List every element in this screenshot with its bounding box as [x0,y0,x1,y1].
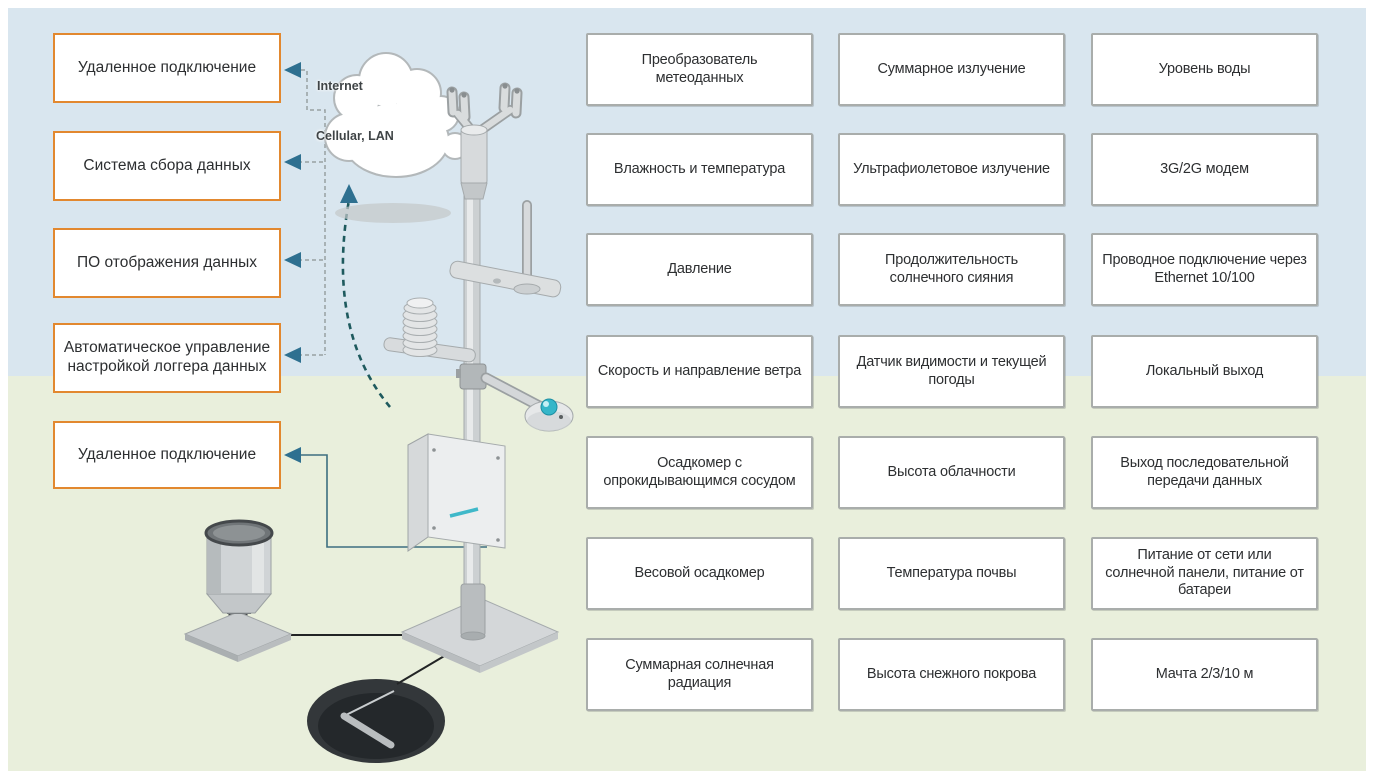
sonic-anemometer-icon [446,82,523,200]
feature-box: Давление [586,233,813,306]
network-dashed-connectors [287,69,326,356]
feature-box-label: Ультрафиолетовое излучение [853,160,1050,177]
feature-box-label: 3G/2G модем [1160,160,1249,177]
feature-box: Выход последовательной передачи данных [1091,436,1318,509]
feature-box: Высота снежного покрова [838,638,1065,711]
feature-box: Уровень воды [1091,33,1318,106]
data-logger-icon [407,433,506,552]
left-box-label: Система сбора данных [83,156,251,174]
feature-box-label: Весовой осадкомер [634,564,765,581]
feature-box-label: Продолжительность солнечного сияния [885,251,1018,286]
left-box-remote-connection-top: Удаленное подключение [53,33,281,103]
left-box-label: ПО отображения данных [76,253,258,271]
feature-box-label: Высота снежного покрова [866,665,1037,682]
cloud-label-cellular: Cellular, LAN [316,129,394,143]
soil-probe-hole-icon [307,679,445,763]
feature-box: Осадкомер с опрокидывающимся сосудом [586,436,813,509]
rain-gauge-icon [183,519,293,662]
feature-box: Суммарная солнечная радиация [586,638,813,711]
cloud-icon [324,52,469,223]
feature-box: Высота облачности [838,436,1065,509]
feature-box-label: Выход последовательной передачи данных [1120,454,1289,489]
feature-box: Температура почвы [838,537,1065,610]
left-arrowheads [284,62,301,363]
feature-box: Ультрафиолетовое излучение [838,133,1065,206]
feature-box-label: Осадкомер с опрокидывающимся сосудом [603,454,796,489]
cable-line [288,634,447,685]
feature-box: Проводное подключение через Ethernet 10/… [1091,233,1318,306]
pyranometer-icon [456,363,574,432]
feature-box: Питание от сети или солнечной панели, пи… [1091,537,1318,610]
feature-box-label: Мачта 2/3/10 м [1155,665,1254,682]
feature-box-label: Преобразователь метеоданных [641,51,758,86]
radiation-shield-icon [383,297,476,363]
feature-box: Преобразователь метеоданных [586,33,813,106]
left-box-label: Удаленное подключение [77,445,257,463]
feature-box-label: Датчик видимости и текущей погоды [856,353,1047,388]
feature-box: Продолжительность солнечного сияния [838,233,1065,306]
left-box-data-collection-system: Система сбора данных [53,131,281,201]
feature-box-label: Давление [667,260,732,277]
feature-box: Влажность и температура [586,133,813,206]
feature-box-label: Питание от сети или солнечной панели, пи… [1105,546,1304,599]
feature-box: Скорость и направление ветра [586,335,813,408]
left-box-label: Удаленное подключение [77,58,257,76]
remote-connection-line [284,447,487,548]
feature-box-label: Суммарное излучение [877,60,1026,77]
feature-box-label: Суммарная солнечная радиация [625,656,774,691]
feature-box-label: Высота облачности [887,463,1016,480]
antenna-bracket-icon [449,200,562,298]
left-box-label: Автоматическое управление настройкой лог… [63,339,271,375]
feature-box: Локальный выход [1091,335,1318,408]
cloud-label-internet: Internet [317,79,363,93]
uplink-dashed-arrow [340,184,392,408]
feature-box-label: Проводное подключение через Ethernet 10/… [1102,251,1307,286]
feature-box-label: Локальный выход [1145,362,1264,379]
feature-box: Датчик видимости и текущей погоды [838,335,1065,408]
feature-box: Суммарное излучение [838,33,1065,106]
feature-box-label: Влажность и температура [613,160,786,177]
feature-box: 3G/2G модем [1091,133,1318,206]
feature-box-label: Уровень воды [1158,60,1251,77]
left-box-remote-connection-bottom: Удаленное подключение [53,421,281,489]
feature-box: Мачта 2/3/10 м [1091,638,1318,711]
weather-station-illustration [183,82,574,763]
left-box-display-software: ПО отображения данных [53,228,281,298]
feature-box-label: Скорость и направление ветра [597,362,802,379]
feature-box-label: Температура почвы [886,564,1017,581]
left-box-logger-auto-config: Автоматическое управление настройкой лог… [53,323,281,393]
feature-box: Весовой осадкомер [586,537,813,610]
